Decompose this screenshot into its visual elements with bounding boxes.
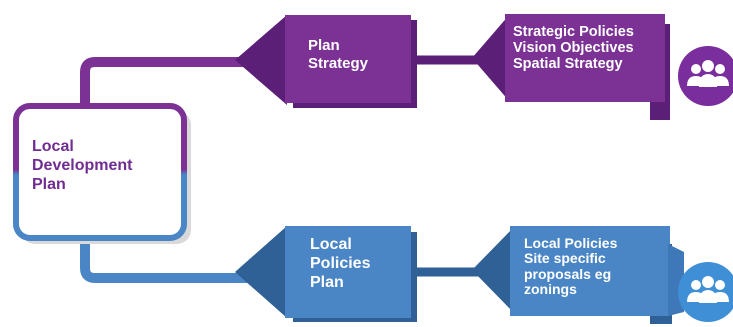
local-policies-arrow-tip bbox=[235, 226, 287, 318]
policies-top-arrow-tip bbox=[472, 14, 510, 102]
detail-line: Spatial Strategy bbox=[513, 55, 623, 72]
label-line: Plan bbox=[310, 273, 344, 291]
policies-bottom-box bbox=[510, 226, 670, 316]
people-group-icon bbox=[678, 262, 733, 322]
central-box-line: Plan bbox=[32, 175, 66, 193]
strategic-details: Strategic Policies Vision Objectives Spa… bbox=[513, 24, 634, 73]
plan-strategy-label: Plan Strategy bbox=[308, 37, 368, 72]
central-box-title: Local Development Plan bbox=[32, 138, 132, 195]
local-policies-plan-label: Local Policies Plan bbox=[310, 236, 370, 293]
central-box-line: Development bbox=[32, 156, 133, 174]
detail-line: Site specific bbox=[524, 250, 606, 267]
detail-line: zonings bbox=[524, 281, 577, 298]
detail-line: Strategic Policies bbox=[513, 24, 634, 40]
detail-line: Local Policies bbox=[524, 235, 618, 251]
detail-line: proposals eg bbox=[524, 265, 612, 282]
connector-bottom bbox=[80, 240, 248, 283]
people-group-icon bbox=[678, 46, 733, 106]
local-policies-details: Local Policies Site specific proposals e… bbox=[524, 235, 618, 298]
policies-bottom-arrow-tip bbox=[472, 226, 515, 314]
plan-strategy-arrow-tip bbox=[235, 15, 287, 105]
local-policies-box bbox=[285, 226, 411, 318]
label-line: Policies bbox=[310, 254, 371, 272]
central-box-line: Local bbox=[32, 138, 74, 155]
label-line: Plan bbox=[308, 37, 340, 54]
connector-top bbox=[80, 57, 248, 108]
policies-top-box bbox=[505, 14, 665, 102]
detail-line: Vision Objectives bbox=[513, 39, 634, 56]
policies-top-fold bbox=[650, 102, 670, 120]
central-box bbox=[13, 103, 187, 241]
label-line: Local bbox=[310, 236, 352, 253]
label-line: Strategy bbox=[308, 54, 369, 72]
plan-strategy-box bbox=[285, 15, 411, 103]
